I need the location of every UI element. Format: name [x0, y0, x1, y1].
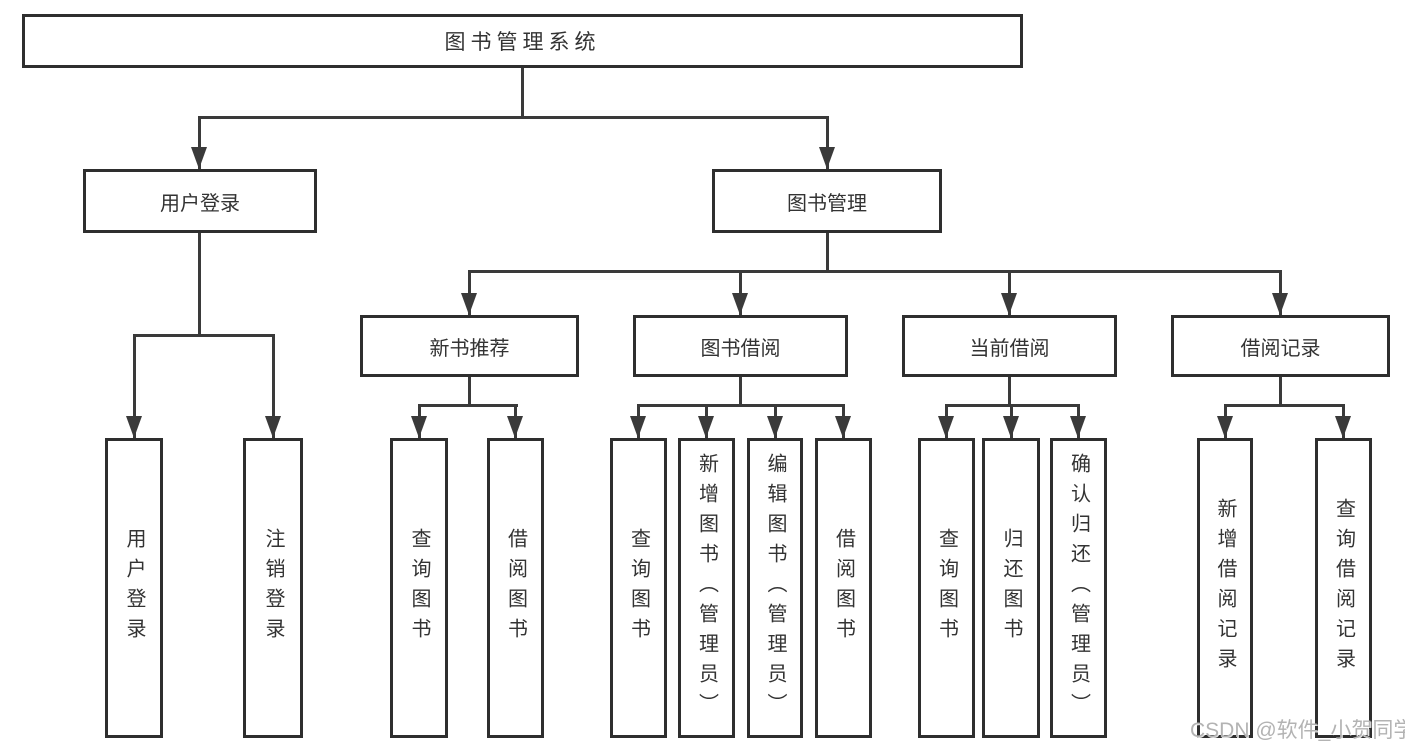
node-leaf-return-book: 归还图书: [982, 438, 1040, 738]
arrow-down-icon: [938, 416, 954, 438]
node-book-borrow: 图书借阅: [633, 315, 848, 377]
node-leaf-query-books-recommend: 查询图书: [390, 438, 448, 738]
connector-line: [1279, 377, 1282, 407]
connector-line: [826, 116, 829, 169]
connector-line: [272, 334, 275, 438]
arrow-down-icon: [191, 147, 207, 169]
connector-line: [1224, 404, 1345, 407]
node-leaf-borrow-books: 借阅图书: [815, 438, 872, 738]
connector-line: [418, 404, 518, 407]
node-leaf-logout: 注销登录: [243, 438, 303, 738]
watermark: CSDN @软件_小贺同学: [1190, 719, 1405, 742]
node-user-login: 用户登录: [83, 169, 317, 233]
arrow-down-icon: [819, 147, 835, 169]
arrow-down-icon: [265, 416, 281, 438]
connector-line: [521, 68, 524, 118]
arrow-down-icon: [1335, 416, 1351, 438]
node-new-book-recommend: 新书推荐: [360, 315, 579, 377]
arrow-down-icon: [630, 416, 646, 438]
connector-line: [198, 116, 201, 169]
arrow-down-icon: [126, 416, 142, 438]
connector-line: [739, 270, 742, 315]
connector-line: [1008, 377, 1011, 407]
node-leaf-query-books-borrow: 查询图书: [610, 438, 667, 738]
connector-line: [133, 334, 274, 337]
connector-line: [198, 116, 829, 119]
arrow-down-icon: [507, 416, 523, 438]
connector-line: [826, 233, 829, 273]
node-book-management: 图书管理: [712, 169, 942, 233]
arrow-down-icon: [732, 293, 748, 315]
arrow-down-icon: [1070, 416, 1086, 438]
arrow-down-icon: [835, 416, 851, 438]
arrow-down-icon: [461, 293, 477, 315]
arrow-down-icon: [767, 416, 783, 438]
connector-line: [1008, 270, 1011, 315]
connector-line: [198, 233, 201, 337]
node-leaf-add-borrow-record: 新增借阅记录: [1197, 438, 1253, 738]
arrow-down-icon: [411, 416, 427, 438]
node-leaf-borrow-books-recommend: 借阅图书: [487, 438, 544, 738]
arrow-down-icon: [1272, 293, 1288, 315]
node-leaf-add-book-admin: 新增图书（管理员）: [678, 438, 735, 738]
node-leaf-user-login: 用户登录: [105, 438, 163, 738]
arrow-down-icon: [1217, 416, 1233, 438]
arrow-down-icon: [1001, 293, 1017, 315]
connector-line: [1279, 270, 1282, 315]
connector-line: [468, 270, 1281, 273]
connector-line: [637, 404, 844, 407]
arrow-down-icon: [1003, 416, 1019, 438]
node-leaf-edit-book-admin: 编辑图书（管理员）: [747, 438, 803, 738]
connector-line: [133, 334, 136, 438]
node-current-borrow: 当前借阅: [902, 315, 1117, 377]
node-leaf-query-books-current: 查询图书: [918, 438, 975, 738]
arrow-down-icon: [698, 416, 714, 438]
node-leaf-confirm-return-admin: 确认归还（管理员）: [1050, 438, 1107, 738]
connector-line: [739, 377, 742, 407]
connector-line: [468, 270, 471, 315]
node-leaf-query-borrow-record: 查询借阅记录: [1315, 438, 1372, 738]
node-borrow-record: 借阅记录: [1171, 315, 1390, 377]
connector-line: [468, 377, 471, 407]
node-root: 图书管理系统: [22, 14, 1023, 68]
